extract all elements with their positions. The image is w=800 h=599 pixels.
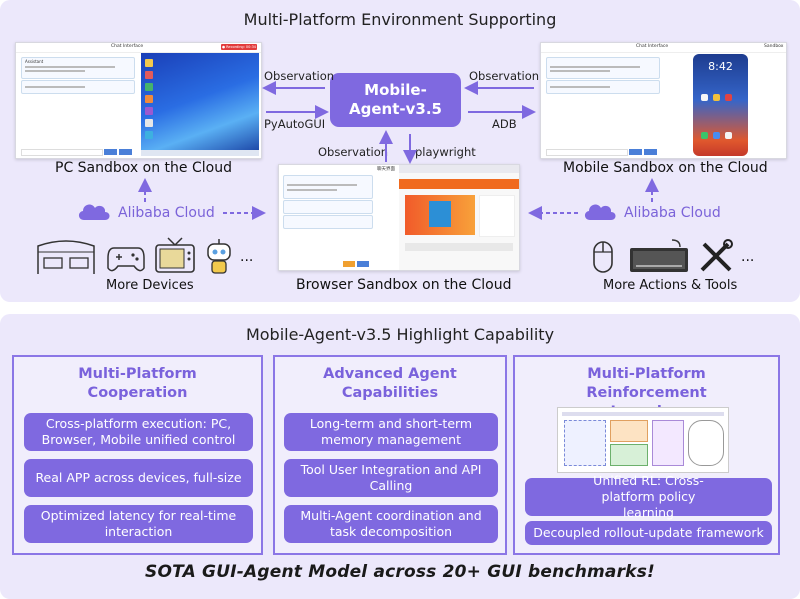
pyautogui-label: PyAutoGUI xyxy=(264,117,326,131)
pc-sandbox-label: PC Sandbox on the Cloud xyxy=(55,160,232,176)
gamepad-icon xyxy=(107,247,145,272)
observation-left-label: Observation xyxy=(264,69,335,83)
capability-item: Cross-platform execution: PC, Browser, M… xyxy=(24,413,253,451)
mobile-agent-label: Mobile-Agent-v3.5 xyxy=(349,81,442,118)
mobile-sandbox-screenshot: Chat Interface Sandbox 8:42 xyxy=(540,42,787,159)
pc-recording-badge: ● Recording: 00:34 xyxy=(221,44,257,50)
capability-column-rl: Multi-Platform Reinforcement Learning Un… xyxy=(513,355,780,555)
windows-desktop xyxy=(141,53,259,156)
environment-title: Multi-Platform Environment Supporting xyxy=(243,10,557,29)
robot-icon xyxy=(207,239,231,274)
cloud-icon xyxy=(584,204,616,220)
highlight-title: Mobile-Agent-v3.5 Highlight Capability xyxy=(245,325,555,344)
mobile-agent-box: Mobile-Agent-v3.5 xyxy=(330,73,461,127)
pc-chat-title: Chat Interface xyxy=(111,44,144,49)
capability-column-agent: Advanced Agent Capabilities Long-term an… xyxy=(273,355,507,555)
browser-sandbox-screenshot: 聊天界面 xyxy=(278,164,520,271)
capability-item: Decoupled rollout-update framework xyxy=(525,521,772,545)
capability-item: Unified RL: Cross-platform policy learni… xyxy=(525,473,772,520)
tools-icon xyxy=(700,239,733,272)
flow-arrows xyxy=(138,81,659,220)
browser-sandbox-label: Browser Sandbox on the Cloud xyxy=(296,277,512,293)
adb-label: ADB xyxy=(492,117,517,131)
observation-down-label: Observation xyxy=(318,145,389,159)
phone-screen: 8:42 xyxy=(693,54,748,156)
rl-framework-diagram xyxy=(557,407,729,473)
capability-item: Real APP across devices, full-size xyxy=(24,459,253,497)
capability-item: Multi-Agent coordination and task decomp… xyxy=(284,505,498,543)
more-tools-label: More Actions & Tools xyxy=(603,278,738,293)
column-title-cooperation: Multi-Platform Cooperation xyxy=(78,366,197,401)
shopping-webpage xyxy=(399,165,519,270)
pc-sandbox-screenshot: Chat Interface ● Recording: 00:34 Assist… xyxy=(15,42,262,159)
car-icon xyxy=(37,240,95,274)
alibaba-cloud-right: Alibaba Cloud xyxy=(624,205,721,221)
browser-chat-title: 聊天界面 xyxy=(377,167,395,172)
phone-time: 8:42 xyxy=(708,60,733,73)
mobile-chat-title: Chat Interface xyxy=(636,44,669,49)
mobile-sandbox-title: Sandbox xyxy=(764,44,784,49)
more-devices-label: More Devices xyxy=(106,278,194,293)
devices-ellipsis: ... xyxy=(240,249,254,265)
mobile-sandbox-label: Mobile Sandbox on the Cloud xyxy=(563,160,768,176)
alibaba-cloud-left: Alibaba Cloud xyxy=(118,205,215,221)
observation-right-label: Observation xyxy=(469,69,540,83)
capability-item: Tool User Integration and API Calling xyxy=(284,459,498,497)
footer-headline: SOTA GUI-Agent Model across 20+ GUI benc… xyxy=(145,562,655,582)
cloud-icon xyxy=(78,204,110,220)
mouse-icon xyxy=(593,241,613,273)
column-title-agent: Advanced Agent Capabilities xyxy=(323,366,457,401)
tv-icon xyxy=(155,237,195,273)
playwright-label: playwright xyxy=(415,145,476,159)
capability-column-cooperation: Multi-Platform Cooperation Cross-platfor… xyxy=(12,355,263,555)
capability-item: Long-term and short-term memory manageme… xyxy=(284,413,498,451)
tools-ellipsis: ... xyxy=(741,249,755,265)
keyboard-icon xyxy=(630,239,688,272)
capability-item: Optimized latency for real-time interact… xyxy=(24,505,253,543)
